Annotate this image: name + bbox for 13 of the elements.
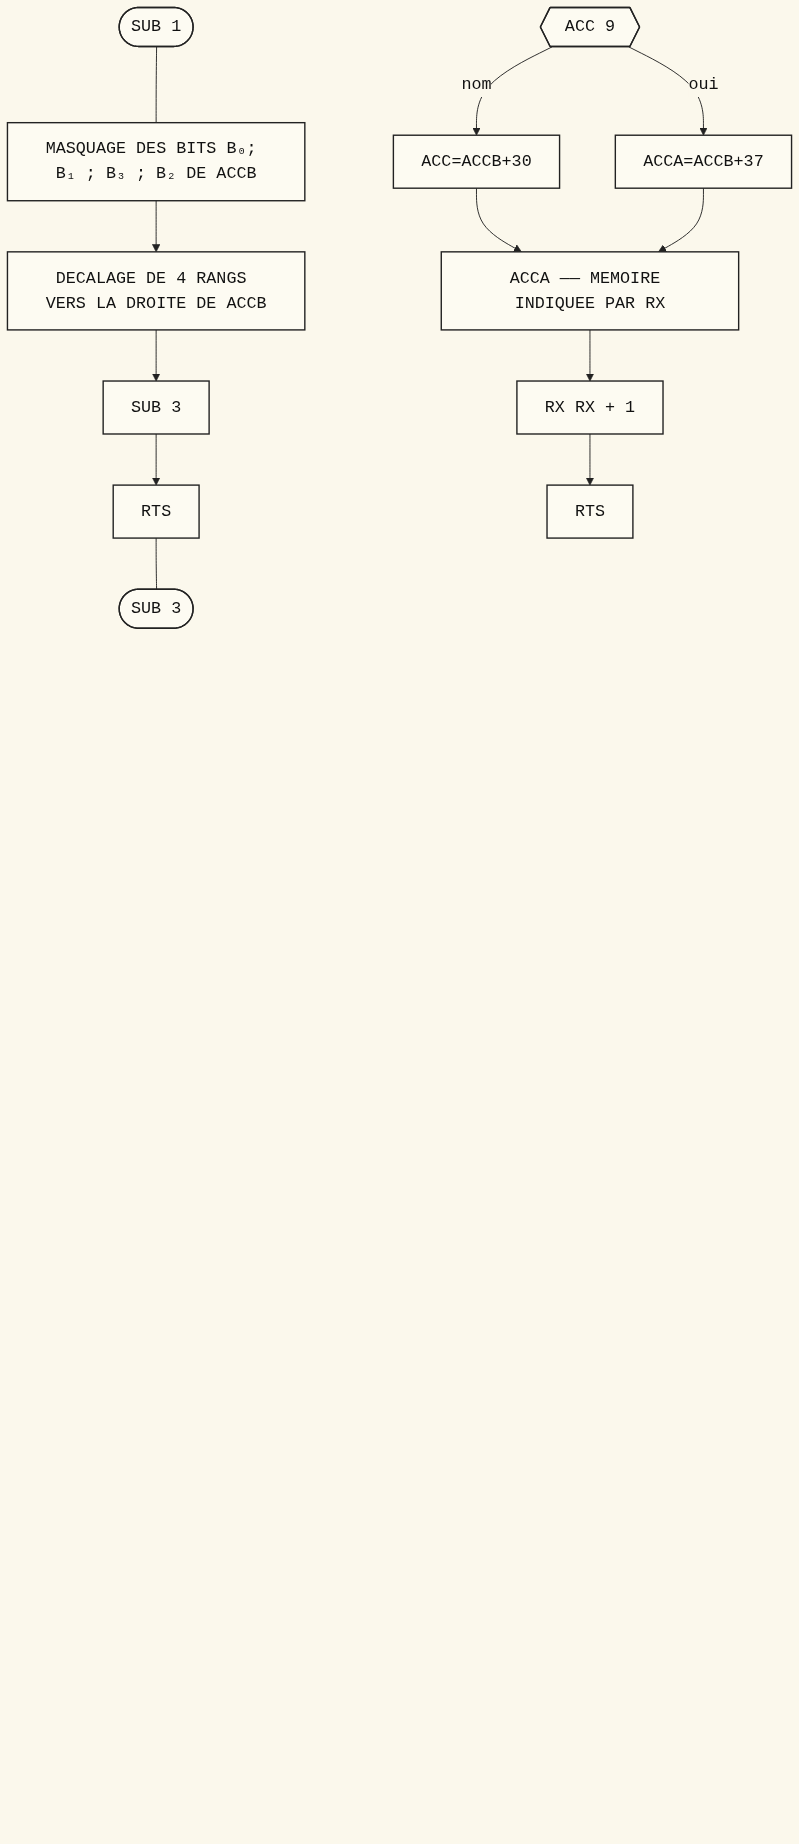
node-box: ACC=ACCB+30 [392,134,561,189]
connector [155,537,158,591]
node-box: RX RX + 1 [516,380,664,435]
node-box: DECALAGE DE 4 RANGS VERS LA DROITE DE ACCB [6,251,306,331]
edge-label: oui [688,74,719,94]
node-box: ACCA=ACCB+37 [614,134,793,189]
node-box: SUB 3 [102,380,210,435]
node-box: RTS [546,484,634,539]
node-box: ACCA —— MEMOIRE INDIQUEE PAR RX [440,251,740,331]
node-box: RTS [112,484,200,539]
connector [155,46,158,124]
edge-label: nom [461,74,492,94]
node-box: MASQUAGE DES BITS B₀; B₁ ; B₃ ; B₂ DE ACCB [6,121,306,202]
